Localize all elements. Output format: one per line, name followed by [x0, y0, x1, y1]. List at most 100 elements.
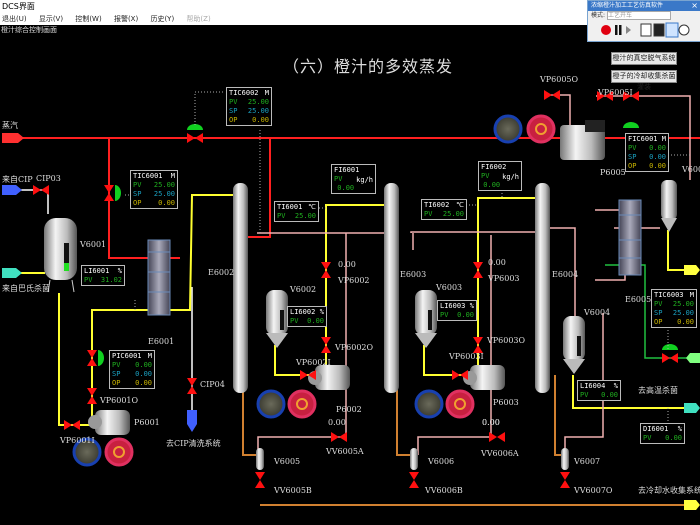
- valve-CIP04[interactable]: [187, 378, 197, 394]
- condensate-pot-V6007[interactable]: [561, 448, 569, 470]
- separator-V6005-top[interactable]: [661, 180, 677, 232]
- sp-label: SP: [654, 309, 663, 317]
- valve-VP6001O[interactable]: [87, 388, 97, 404]
- pump-P6005-stop-button[interactable]: [493, 114, 523, 144]
- pump-P6002-start-button[interactable]: [287, 389, 317, 419]
- pump-P6001-start-button[interactable]: [104, 437, 134, 467]
- evaporator-E6003[interactable]: [384, 183, 399, 393]
- label-V6002: V6002: [290, 285, 317, 294]
- separator-V6002[interactable]: [266, 290, 288, 348]
- tag: LI6002: [290, 308, 316, 316]
- tag: TIC6001: [133, 172, 163, 180]
- valve-FIC6001[interactable]: [623, 91, 639, 101]
- valve-PIC6001[interactable]: [87, 350, 97, 366]
- valve-VV6005B[interactable]: [255, 472, 265, 488]
- clock-icon[interactable]: [678, 24, 690, 36]
- valve-VV6006B[interactable]: [409, 472, 419, 488]
- valve-TIC6002[interactable]: [187, 133, 203, 143]
- play-icon[interactable]: [626, 26, 631, 34]
- cip-inlet-label: 来自CIP: [2, 175, 33, 184]
- record-icon[interactable]: [601, 25, 611, 35]
- value-VV6005A: 0.00: [328, 418, 346, 427]
- pump-P6005-start-button[interactable]: [526, 114, 556, 144]
- high-temp-outlet-arrow-icon: [684, 403, 700, 413]
- label-V6004: V6004: [584, 308, 611, 317]
- sp-value: 25.00: [672, 309, 694, 317]
- valve-VV6005A[interactable]: [331, 432, 347, 442]
- label-E6002: E6002: [208, 268, 235, 277]
- tag: FI6002: [481, 163, 507, 171]
- pump-P6003-start-button[interactable]: [445, 389, 475, 419]
- separator-V6004[interactable]: [563, 316, 585, 374]
- pump-P6002-stop-button[interactable]: [256, 389, 286, 419]
- label-VP6003: VP6003: [488, 274, 520, 283]
- menu-view[interactable]: 显示(V): [38, 15, 64, 23]
- pump-P6003-stop-button[interactable]: [414, 389, 444, 419]
- pv-value: 31.02: [100, 276, 122, 284]
- menu-history[interactable]: 历史(Y): [150, 15, 175, 23]
- close-icon[interactable]: ×: [691, 1, 698, 10]
- menu-exit[interactable]: 退出(U): [2, 15, 27, 23]
- tank-V6001[interactable]: [44, 218, 77, 293]
- valve-TIC6003[interactable]: [662, 353, 678, 363]
- menu-help[interactable]: 帮助(Z): [186, 15, 211, 23]
- calculator-icon[interactable]: [640, 23, 652, 37]
- pump-P6001[interactable]: [88, 410, 130, 435]
- menu-alarm[interactable]: 报警(X): [113, 15, 139, 23]
- pv-value: 25.00: [294, 212, 316, 220]
- condensate-pot-V6005[interactable]: [256, 448, 264, 470]
- pause-icon[interactable]: [615, 25, 618, 35]
- label-VP6005I: VP6005I: [598, 88, 633, 97]
- separator-V6003[interactable]: [415, 290, 437, 348]
- valve-TIC6001[interactable]: [104, 185, 114, 201]
- condensate-pot-V6006[interactable]: [410, 448, 418, 470]
- valve-CIP03[interactable]: [33, 185, 49, 195]
- valve-VP6002[interactable]: [321, 262, 331, 278]
- valve-VP6002I[interactable]: [300, 370, 316, 380]
- valve-VP6005I[interactable]: [597, 91, 613, 101]
- label-P6005: P6005: [600, 168, 626, 177]
- vacuum-pump-P6005[interactable]: [560, 120, 605, 160]
- cooling-filling-button[interactable]: 橙子的冷却收集杀菌灌装: [611, 70, 677, 91]
- valve-VP6003[interactable]: [473, 262, 483, 278]
- valve-VV6006A[interactable]: [489, 432, 505, 442]
- label-VV6005B: VV6005B: [274, 486, 312, 495]
- valve-VP6005O[interactable]: [544, 90, 560, 100]
- valve-VP6003I[interactable]: [452, 370, 468, 380]
- evaporator-E6002[interactable]: [233, 183, 248, 393]
- pump-P6003[interactable]: [463, 365, 505, 390]
- valve-VV6007O[interactable]: [560, 472, 570, 488]
- mode-select[interactable]: 工艺开车: [606, 11, 671, 20]
- valve-VP6003O[interactable]: [473, 337, 483, 353]
- op-value: 0.00: [135, 379, 152, 387]
- value-VP6003: 0.00: [488, 258, 506, 267]
- snapshot-icon[interactable]: [665, 22, 679, 38]
- vacuum-deaeration-button[interactable]: 橙汁的真空脱气系统: [611, 52, 677, 65]
- menu-control[interactable]: 控制(W): [75, 15, 102, 23]
- chart-icon[interactable]: [653, 23, 665, 37]
- heat-exchanger-E6001[interactable]: [147, 239, 171, 316]
- pump-P6001-stop-button[interactable]: [72, 437, 102, 467]
- pv-value: 0.00: [483, 181, 501, 189]
- pv-label: PV: [290, 317, 299, 325]
- op-value: 0.00: [158, 199, 175, 207]
- valve-VP6002O[interactable]: [321, 337, 331, 353]
- valve-VP6001I[interactable]: [64, 420, 80, 430]
- evaporator-E6004[interactable]: [535, 183, 550, 393]
- pv-label: PV: [277, 212, 286, 220]
- heat-exchanger-E6005[interactable]: [618, 199, 642, 276]
